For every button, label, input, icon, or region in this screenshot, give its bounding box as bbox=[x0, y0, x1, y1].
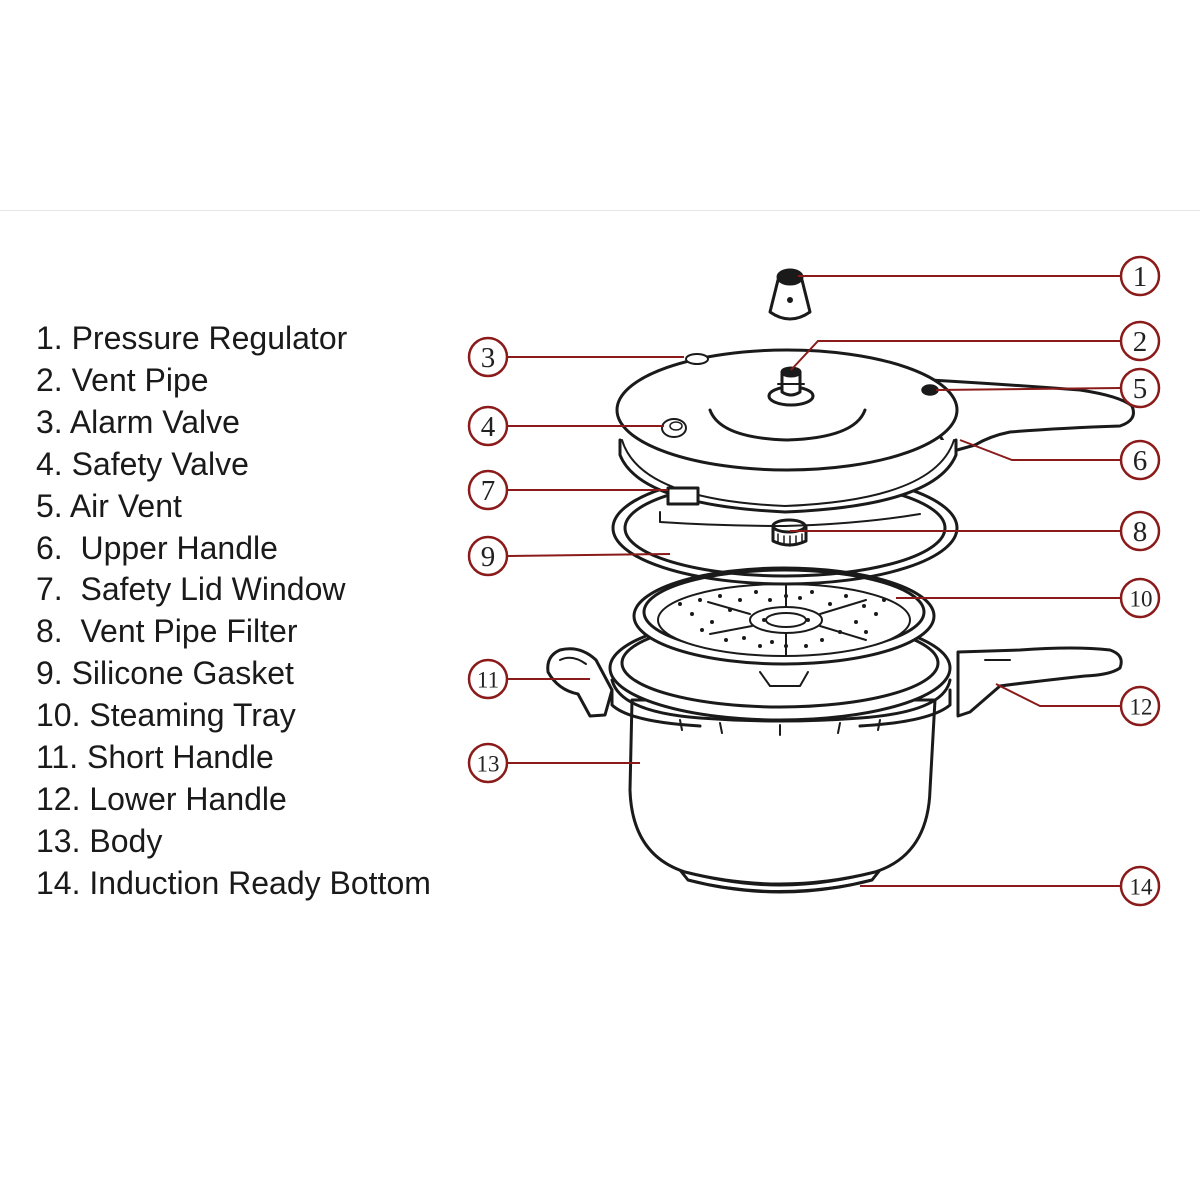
legend-item-safety-valve: 4. Safety Valve bbox=[36, 445, 249, 482]
air-vent bbox=[921, 384, 939, 396]
callout-7 bbox=[467, 469, 509, 511]
callout-2-number: 2 bbox=[1133, 326, 1148, 358]
callout-3-number: 3 bbox=[481, 342, 496, 374]
callout-10-number: 10 bbox=[1130, 587, 1153, 612]
callout-9 bbox=[467, 535, 509, 577]
callout-4 bbox=[467, 405, 509, 447]
legend-item-silicone-gasket: 9. Silicone Gasket bbox=[36, 655, 294, 692]
callout-2 bbox=[1119, 320, 1161, 362]
legend-item-lower-handle: 12. Lower Handle bbox=[36, 780, 287, 817]
callout-5 bbox=[1119, 367, 1161, 409]
safety-valve bbox=[661, 418, 687, 438]
callout-13-number: 13 bbox=[477, 752, 500, 777]
pot-body bbox=[628, 698, 937, 886]
parts-legend: 1. Pressure Regulator 2. Vent Pipe 3. Al… bbox=[36, 318, 431, 905]
steaming-tray bbox=[632, 566, 936, 687]
legend-item-vent-pipe: 2. Vent Pipe bbox=[36, 361, 209, 398]
callout-6 bbox=[1119, 439, 1161, 481]
callout-13 bbox=[467, 742, 509, 784]
callout-14-number: 14 bbox=[1130, 875, 1154, 900]
legend-item-upper-handle: 6. Upper Handle bbox=[36, 529, 278, 566]
callout-8 bbox=[1119, 510, 1161, 552]
legend-item-safety-lid-window: 7. Safety Lid Window bbox=[36, 571, 346, 608]
top-divider bbox=[0, 210, 1200, 211]
legend-item-vent-pipe-filter: 8. Vent Pipe Filter bbox=[36, 613, 298, 650]
pressure-regulator bbox=[768, 268, 812, 321]
callout-7-number: 7 bbox=[481, 475, 496, 507]
lower-handle-shape bbox=[956, 646, 1123, 718]
callout-8-number: 8 bbox=[1133, 516, 1148, 548]
pressure-lid bbox=[615, 348, 959, 527]
legend-item-body: 13. Body bbox=[36, 822, 163, 859]
callout-3 bbox=[467, 336, 509, 378]
callout-1 bbox=[1119, 255, 1161, 297]
callout-14 bbox=[1119, 865, 1161, 907]
callout-10 bbox=[1119, 577, 1161, 619]
callout-9-number: 9 bbox=[481, 541, 496, 573]
legend-item-short-handle: 11. Short Handle bbox=[36, 739, 274, 776]
callout-5-number: 5 bbox=[1133, 373, 1148, 405]
alarm-valve bbox=[685, 353, 709, 365]
callout-4-number: 4 bbox=[481, 411, 496, 443]
callout-1-number: 1 bbox=[1133, 261, 1148, 293]
safety-lid-window bbox=[666, 486, 700, 506]
vent-pipe-filter bbox=[771, 518, 808, 547]
legend-item-air-vent: 5. Air Vent bbox=[36, 487, 182, 524]
legend-item-steaming-tray: 10. Steaming Tray bbox=[36, 697, 296, 734]
vent-pipe bbox=[767, 366, 815, 407]
callout-11-number: 11 bbox=[477, 668, 499, 693]
short-handle-shape bbox=[546, 647, 614, 718]
callout-6-number: 6 bbox=[1133, 445, 1148, 477]
legend-item-alarm-valve: 3. Alarm Valve bbox=[36, 403, 240, 440]
legend-item-pressure-regulator: 1. Pressure Regulator bbox=[36, 320, 348, 356]
leader-lines bbox=[505, 275, 1122, 887]
callout-11 bbox=[467, 658, 509, 700]
callout-12 bbox=[1119, 685, 1161, 727]
callout-12-number: 12 bbox=[1130, 695, 1153, 720]
legend-item-induction-bottom: 14. Induction Ready Bottom bbox=[36, 864, 431, 901]
